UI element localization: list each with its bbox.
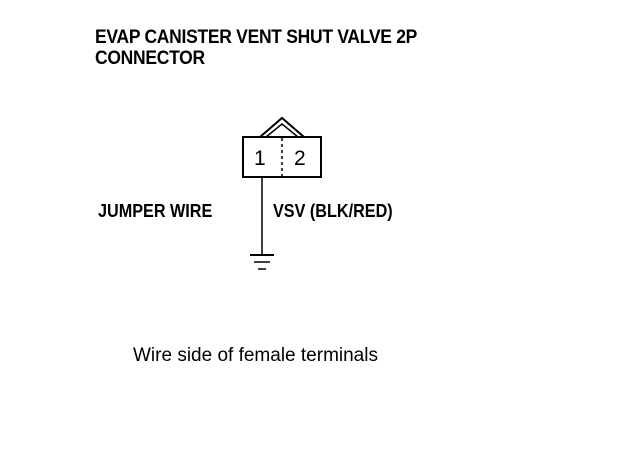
- diagram-title: EVAP CANISTER VENT SHUT VALVE 2P CONNECT…: [95, 27, 417, 69]
- pin-1-label: 1: [254, 147, 266, 170]
- ground-icon: [250, 254, 274, 270]
- title-line-1: EVAP CANISTER VENT SHUT VALVE 2P: [95, 27, 418, 48]
- connector-latch-inner: [265, 123, 299, 138]
- jumper-wire-label: JUMPER WIRE: [98, 201, 213, 221]
- vsv-wire-label: VSV (BLK/RED): [273, 201, 393, 221]
- title-line-2: CONNECTOR: [95, 48, 205, 69]
- caption: Wire side of female terminals: [133, 345, 378, 366]
- pin-2-label: 2: [294, 147, 306, 170]
- connector-latch: [259, 116, 305, 138]
